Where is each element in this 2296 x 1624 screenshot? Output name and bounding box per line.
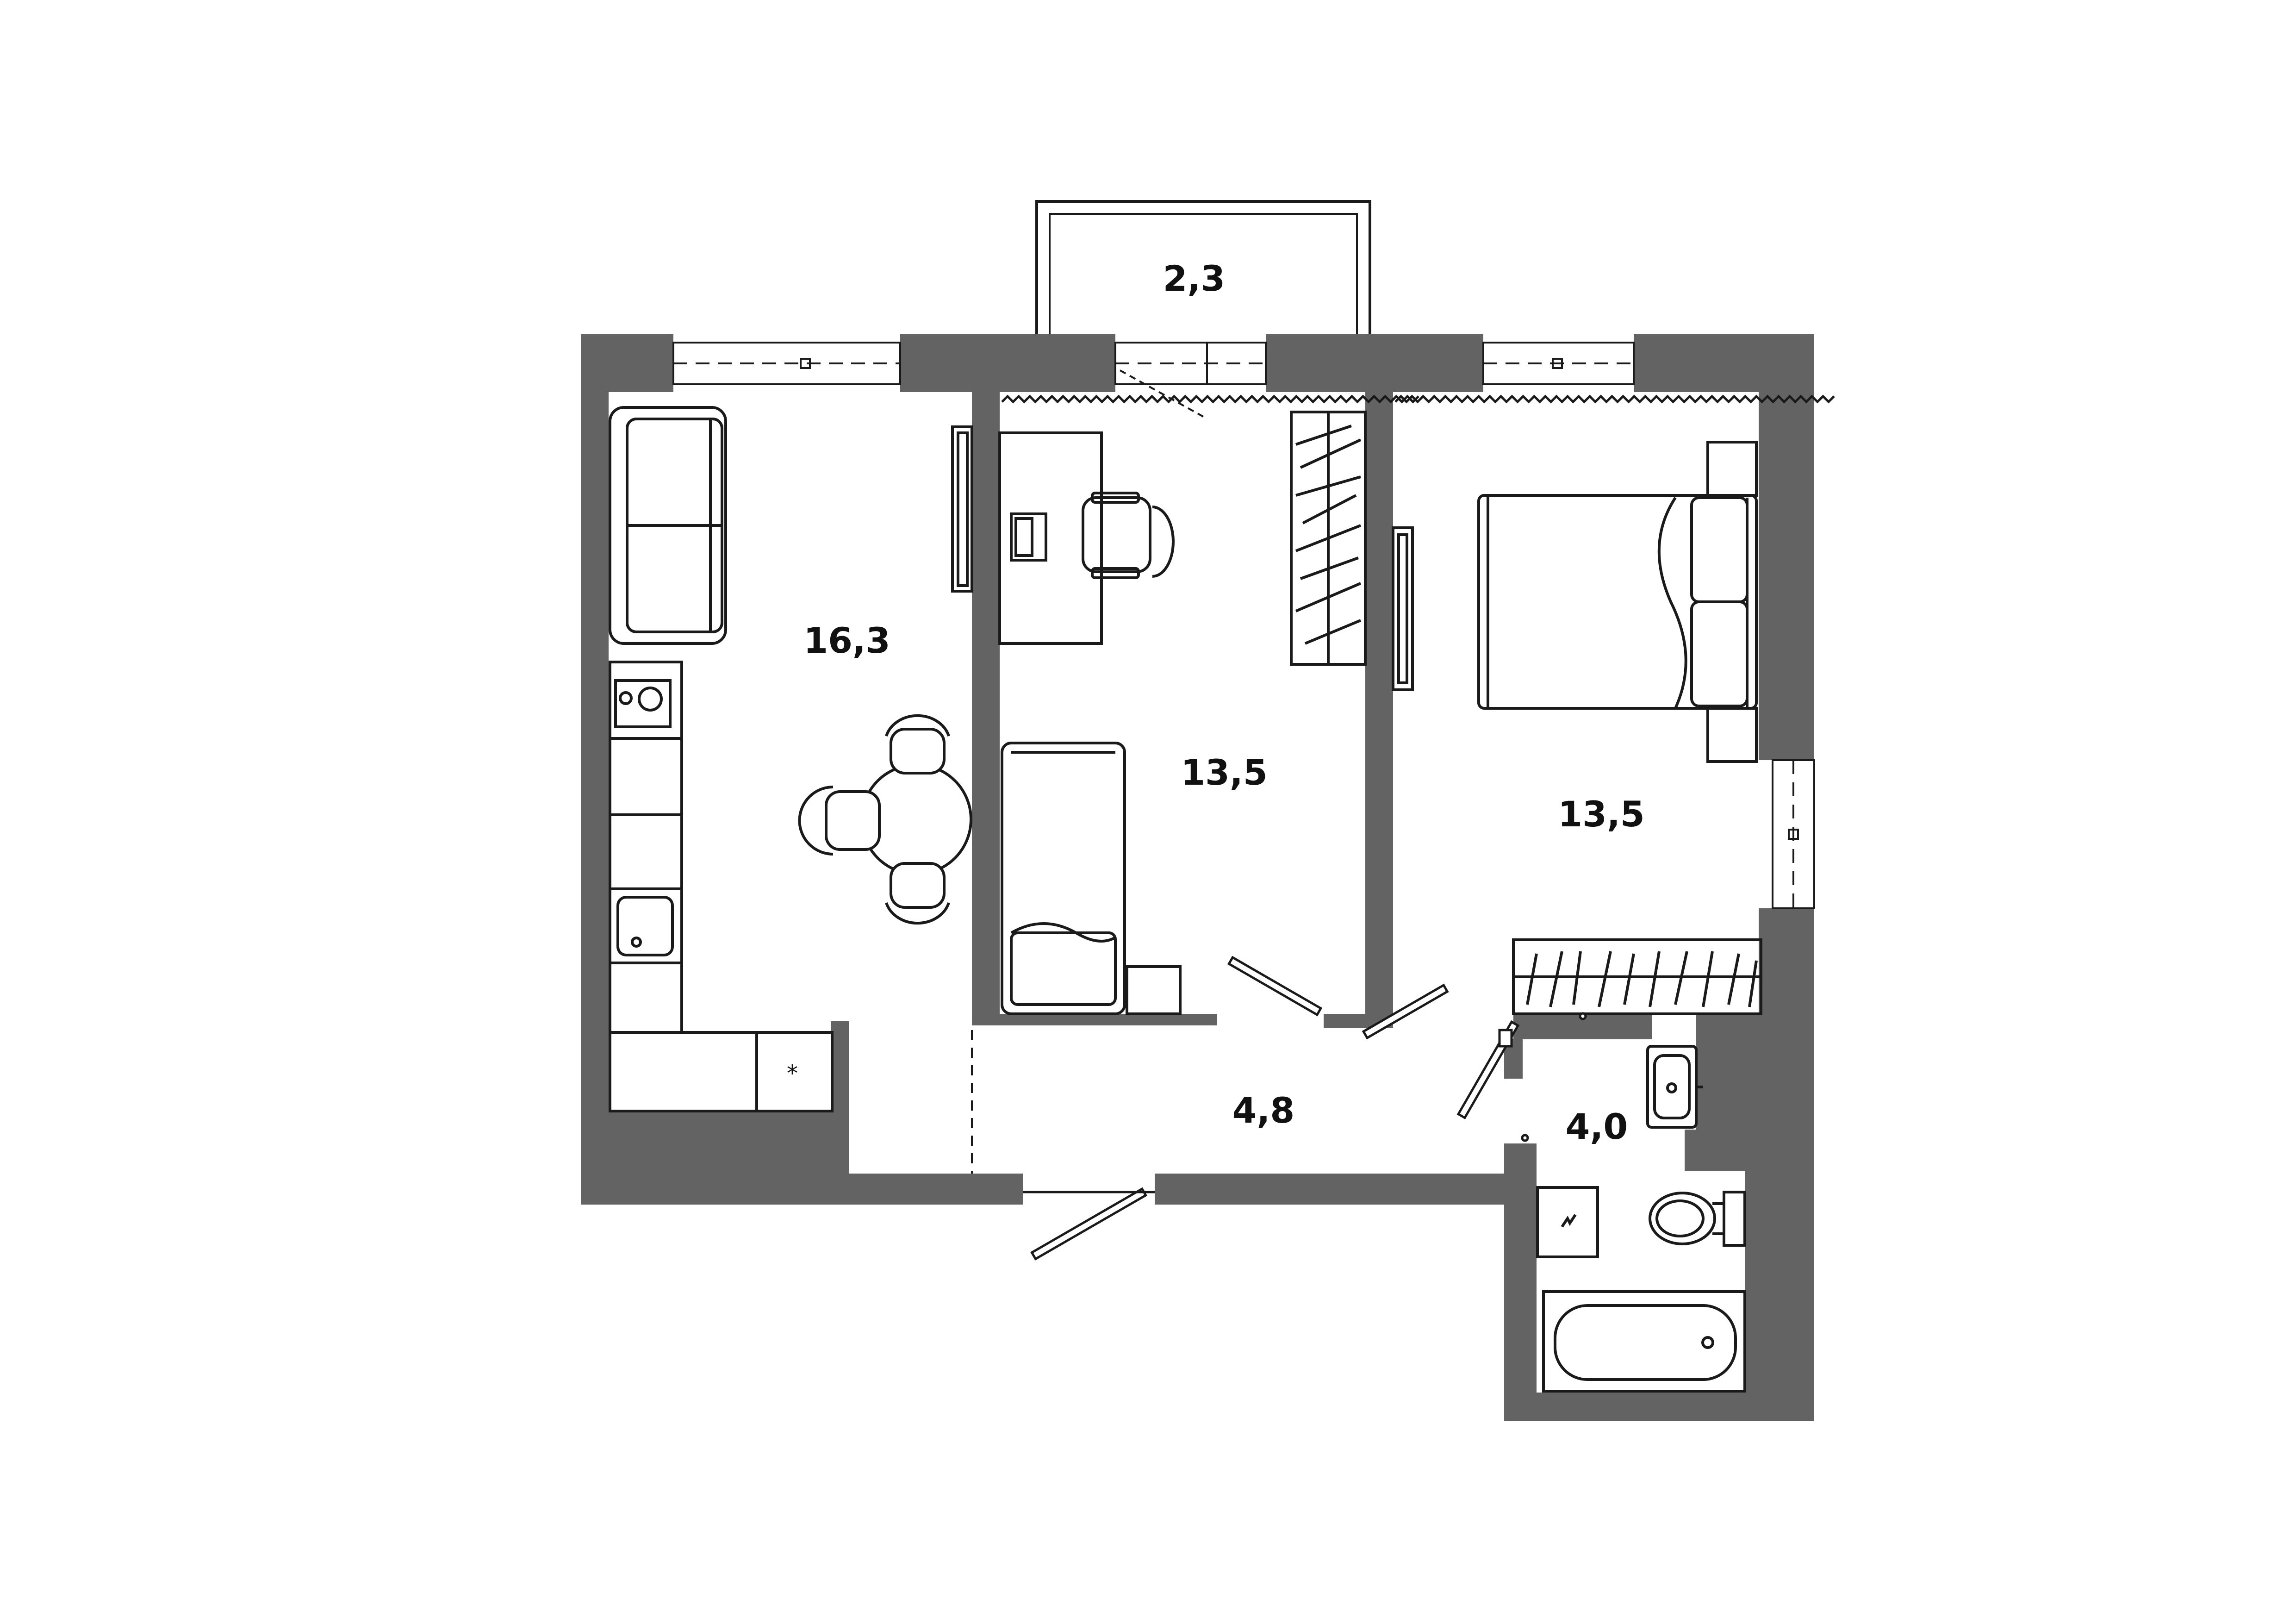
- chair-icon: [798, 786, 881, 856]
- dining-table-icon: [798, 714, 972, 925]
- windows: [672, 342, 1815, 909]
- bed-icon: [1477, 494, 1758, 710]
- bathroom-area-label: 4,0: [1566, 1106, 1628, 1147]
- nightstand-icon: [1706, 707, 1758, 763]
- door-icon: [1227, 956, 1323, 1017]
- nightstand-icon: [1706, 441, 1758, 497]
- cabinet-icon: [1392, 526, 1414, 691]
- kitchen-living-area-label: 16,3: [803, 620, 890, 661]
- nightstand-icon: [1126, 965, 1182, 1015]
- window-icon: [672, 342, 901, 385]
- desk-icon: [998, 431, 1103, 645]
- door-icon: [1362, 983, 1449, 1040]
- hall-area-label: 4,8: [1232, 1090, 1295, 1131]
- chair-icon: [1082, 492, 1175, 579]
- radiators: [1001, 394, 1835, 404]
- room-1-area-label: 13,5: [1181, 752, 1268, 793]
- chair-icon: [885, 862, 950, 925]
- bathtub-icon: [1542, 1290, 1746, 1393]
- hob-icon: [614, 679, 672, 728]
- window-icon: [1482, 342, 1635, 385]
- window-icon: [1772, 759, 1815, 909]
- cabinet-icon: [951, 425, 973, 593]
- doors: [1023, 956, 1587, 1261]
- door-icon: [1023, 1187, 1155, 1261]
- sofa-icon: [609, 406, 727, 645]
- bedroom-area-label: 13,5: [1558, 793, 1645, 835]
- bathroom: 4,0: [1536, 1045, 1746, 1393]
- balcony: 2,3: [1035, 200, 1371, 334]
- bedroom: 13,5: [1392, 441, 1762, 1015]
- balcony-area-label: 2,3: [1163, 258, 1226, 299]
- wardrobe-icon: [1512, 938, 1762, 1015]
- wardrobe-icon: [1290, 411, 1367, 666]
- sink-icon: [616, 896, 674, 956]
- room-1: 13,5: [998, 411, 1367, 1015]
- hall: 4,8: [971, 1030, 1295, 1174]
- kitchen-living-room: * 16,3: [609, 406, 973, 1112]
- door-icon: [1456, 1020, 1520, 1119]
- window-icon: [1114, 342, 1267, 418]
- washing-machine-icon: [1536, 1186, 1599, 1258]
- radiator-icon: [1001, 394, 1419, 404]
- bed-icon: [1001, 742, 1126, 1015]
- kitchen-counter: [609, 661, 834, 1112]
- radiator-icon: [1394, 394, 1835, 404]
- kitchen-marker: *: [787, 1061, 798, 1087]
- chair-icon: [885, 714, 950, 775]
- toilet-icon: [1649, 1191, 1746, 1247]
- walls: [581, 334, 1814, 1421]
- washbasin-icon: [1646, 1045, 1703, 1129]
